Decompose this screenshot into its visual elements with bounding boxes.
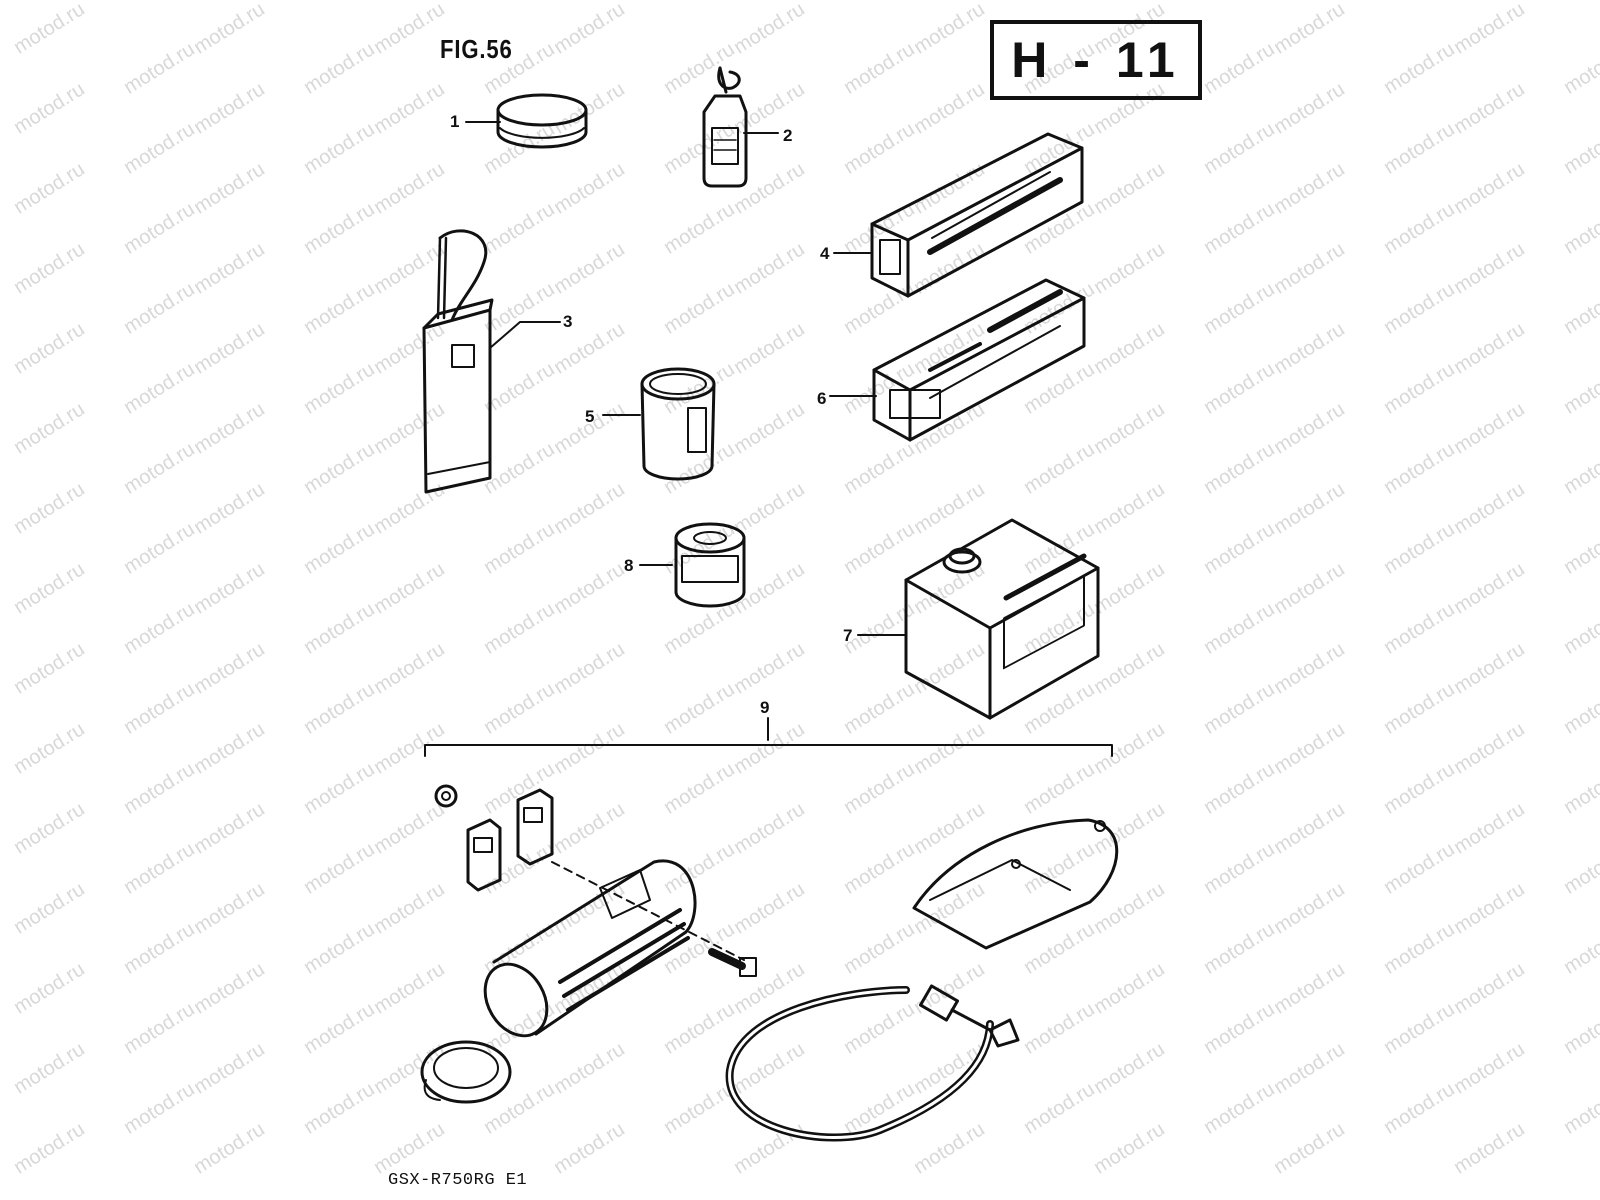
callout-1: 1 <box>450 112 460 131</box>
callout-9: 9 <box>760 698 770 717</box>
callout-5: 5 <box>585 407 595 426</box>
grease-container-icon <box>496 93 588 149</box>
figure-label: FIG.56 <box>440 34 513 64</box>
paint-can-icon <box>640 367 716 481</box>
callout-8: 8 <box>624 556 634 575</box>
spray-paint-box-icon <box>872 278 1086 442</box>
leader-lines <box>424 121 1113 757</box>
small-can-icon <box>674 522 746 608</box>
oil-tin-icon <box>904 518 1100 720</box>
callout-4: 4 <box>820 244 830 263</box>
callout-6: 6 <box>817 389 827 408</box>
oil-bottle-icon <box>702 66 748 188</box>
touch-up-paint-icon <box>422 229 494 494</box>
model-code: GSX-R750RG E1 <box>388 1171 528 1190</box>
tool-kit-set-icon <box>420 784 1119 1142</box>
bond-box-icon <box>870 132 1084 298</box>
callout-3: 3 <box>563 312 573 331</box>
callout-2: 2 <box>783 126 793 145</box>
page-code-box: H - 11 <box>990 20 1202 100</box>
callout-7: 7 <box>843 626 853 645</box>
